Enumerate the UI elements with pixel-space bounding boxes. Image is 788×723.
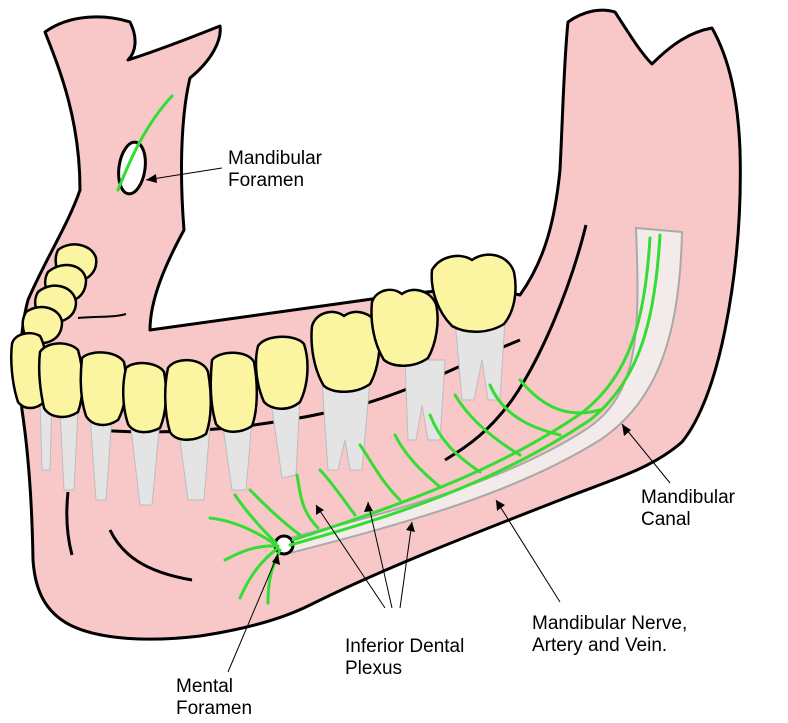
crown-9 bbox=[372, 290, 438, 366]
crown-2 bbox=[39, 343, 82, 417]
label-line: Foramen bbox=[176, 698, 252, 720]
label-inferior-dental-plexus: Inferior Dental Plexus bbox=[345, 636, 464, 680]
label-line: Mental bbox=[176, 676, 252, 698]
crown-6 bbox=[211, 353, 257, 432]
crown-4 bbox=[123, 363, 166, 432]
label-line: Mandibular bbox=[641, 487, 735, 509]
crown-8 bbox=[312, 312, 380, 392]
label-line: Plexus bbox=[345, 658, 464, 680]
crown-7 bbox=[256, 337, 307, 409]
label-line: Canal bbox=[641, 509, 735, 531]
label-line: Inferior Dental bbox=[345, 636, 464, 658]
label-line: Foramen bbox=[228, 170, 322, 192]
label-line: Mandibular Nerve, bbox=[532, 613, 687, 635]
label-mandibular-canal: Mandibular Canal bbox=[641, 487, 735, 531]
label-mandibular-foramen: Mandibular Foramen bbox=[228, 148, 322, 192]
label-mental-foramen: Mental Foramen bbox=[176, 676, 252, 720]
leader-mandibular-nerve bbox=[496, 500, 560, 602]
label-line: Artery and Vein. bbox=[532, 635, 687, 657]
label-mandibular-nerve: Mandibular Nerve, Artery and Vein. bbox=[532, 613, 687, 657]
crown-3 bbox=[81, 352, 126, 425]
crown-5 bbox=[165, 360, 211, 440]
label-line: Mandibular bbox=[228, 148, 322, 170]
